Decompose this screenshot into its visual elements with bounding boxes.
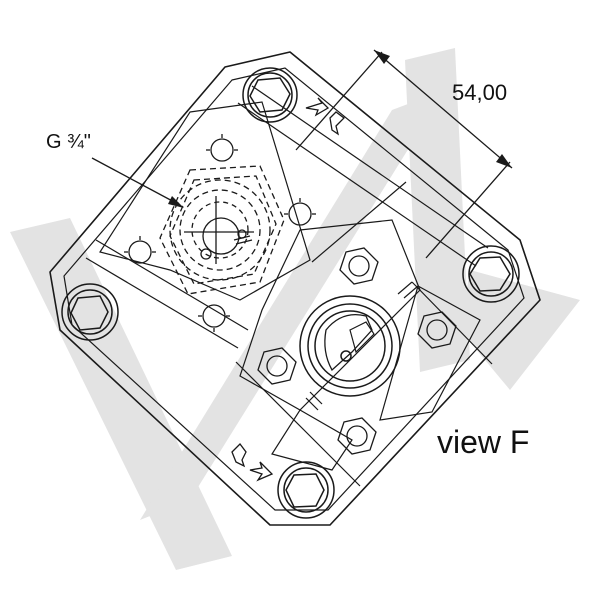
rotation-arrow-top-icon <box>305 97 345 136</box>
corner-bolt-bottom-icon <box>277 461 335 519</box>
outlet-port <box>299 295 401 397</box>
pump-inner-outline <box>63 67 525 511</box>
corner-bolt-left-icon <box>61 283 119 341</box>
inlet-port <box>159 165 285 295</box>
pump-body <box>49 51 541 526</box>
hex-nut-1-icon <box>339 247 379 285</box>
corner-bolt-right-icon <box>462 245 520 303</box>
pump-outline <box>49 51 541 526</box>
watermark-logo-icon <box>10 48 580 570</box>
mounting-hole-3-icon <box>124 236 156 264</box>
hex-nut-4-icon <box>337 417 377 455</box>
thread-size-label: G ¾" <box>46 131 91 153</box>
mounting-hole-2-icon <box>284 198 316 226</box>
hex-nut-2-icon <box>417 311 457 349</box>
dimension-label: 54,00 <box>452 80 508 105</box>
corner-bolt-top-icon <box>242 67 298 123</box>
rotation-arrow-bottom-icon <box>231 443 274 482</box>
mounting-hole-1-icon <box>206 134 238 162</box>
view-label: view F <box>437 424 530 460</box>
mounting-hole-4-icon <box>198 304 230 332</box>
thread-leader <box>91 157 184 208</box>
hex-nut-3-icon <box>257 347 297 385</box>
dimension-54 <box>295 49 513 259</box>
